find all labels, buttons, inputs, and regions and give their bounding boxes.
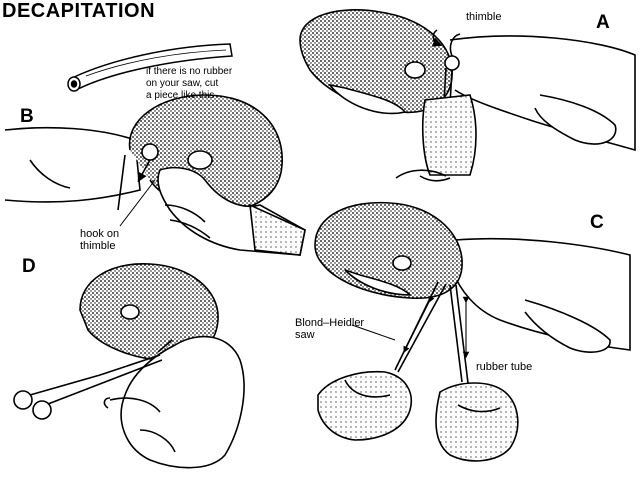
saw-label: Blond–Heidler saw: [295, 317, 364, 341]
panel-c-drawing: [314, 201, 631, 462]
hook-label: hook on thimble: [80, 228, 119, 252]
panel-b-drawing: [4, 94, 306, 256]
saw-label-line2: saw: [295, 329, 315, 341]
rubber-note-line1: if there is no rubber: [146, 66, 233, 77]
saw-label-line1: Blond–Heidler: [295, 317, 365, 329]
panel-c-letter: C: [590, 212, 604, 233]
rubber-note-line3: a piece like this: [146, 90, 215, 101]
panel-a-letter: A: [596, 12, 610, 33]
page-title: DECAPITATION: [2, 0, 156, 22]
panel-d-drawing: [13, 263, 245, 469]
hook-label-line1: hook on: [80, 228, 120, 240]
rubber-tube-piece: [67, 43, 233, 92]
panel-d-letter: D: [22, 256, 36, 277]
panel-a-drawing: [299, 9, 636, 182]
thimble-label: thimble: [466, 11, 502, 23]
hook-label-line2: thimble: [80, 240, 116, 252]
rubber-note-line2: on your saw, cut: [146, 78, 219, 89]
rubber-note: if there is no rubber on your saw, cut a…: [146, 66, 232, 102]
panel-b-letter: B: [20, 106, 34, 127]
rubber-tube-label: rubber tube: [476, 361, 533, 373]
